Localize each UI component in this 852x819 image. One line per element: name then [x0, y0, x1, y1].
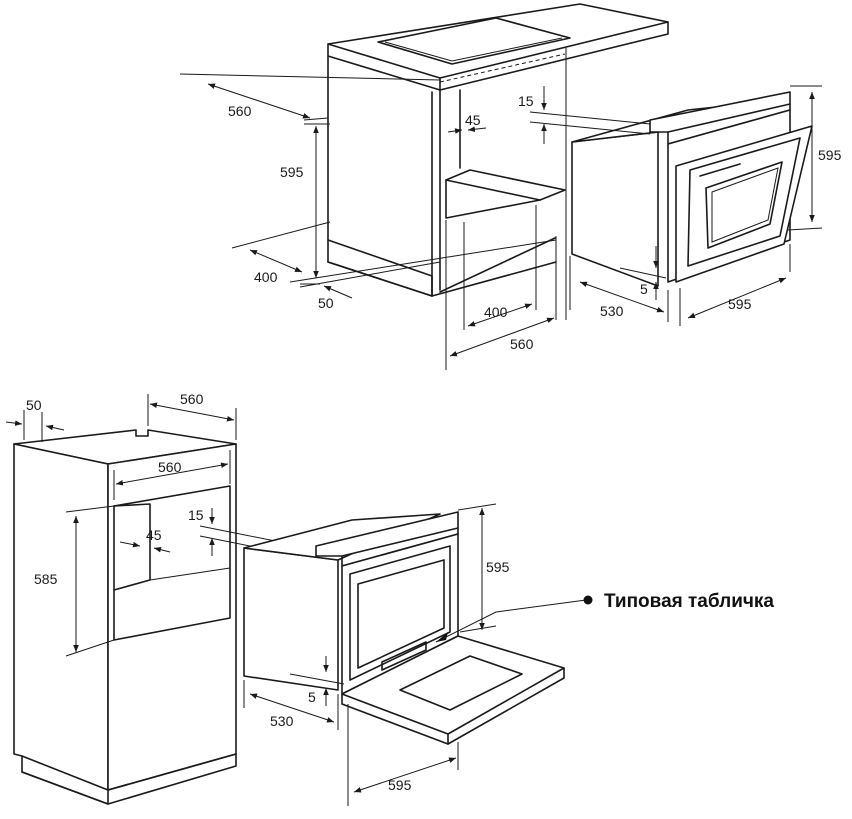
rating-plate-callout — [435, 595, 593, 643]
dim-col-oven-width: 595 — [388, 777, 412, 793]
column-oven — [243, 511, 565, 745]
top-dimension-lines — [179, 48, 567, 370]
dim-top-gap: 15 — [518, 93, 534, 109]
tall-column-cabinet — [13, 429, 237, 805]
dim-col-top-gap: 15 — [188, 507, 204, 523]
dim-col-oven-height: 595 — [486, 559, 510, 575]
dim-niche-depth-bottom: 400 — [254, 269, 278, 285]
dim-cabinet-depth: 560 — [228, 103, 252, 119]
dim-base-depth-total: 560 — [510, 336, 534, 352]
dim-niche-height: 595 — [280, 164, 304, 180]
column-dimension-labels: 50 560 560 45 15 585 595 5 530 595 Типов… — [26, 391, 774, 793]
top-dimension-labels: 560 595 400 50 45 400 560 15 595 5 530 5… — [228, 93, 842, 352]
dim-oven-depth: 530 — [600, 303, 624, 319]
column-dimension-lines — [5, 394, 321, 657]
dim-col-bottom-gap: 5 — [308, 689, 316, 705]
dim-base-depth-front: 400 — [484, 304, 508, 320]
dim-col-front-offset: 50 — [26, 397, 42, 413]
rating-plate-label: Типовая табличка — [604, 591, 774, 612]
dim-oven-width: 595 — [728, 296, 752, 312]
column-oven-dimension-lines — [243, 503, 497, 806]
top-oven — [571, 91, 813, 287]
dim-col-niche-height: 585 — [34, 571, 58, 587]
dim-oven-height: 595 — [818, 147, 842, 163]
dim-col-side-gap: 45 — [146, 527, 162, 543]
dim-front-offset: 50 — [318, 295, 334, 311]
dim-col-oven-depth: 530 — [270, 713, 294, 729]
dim-bottom-gap: 5 — [640, 281, 648, 297]
dim-side-gap: 45 — [465, 112, 481, 128]
top-oven-dimension-lines — [529, 85, 823, 326]
dim-col-cabinet-depth: 560 — [180, 391, 204, 407]
dim-col-niche-width: 560 — [158, 459, 182, 475]
under-counter-cabinet — [289, 3, 669, 297]
